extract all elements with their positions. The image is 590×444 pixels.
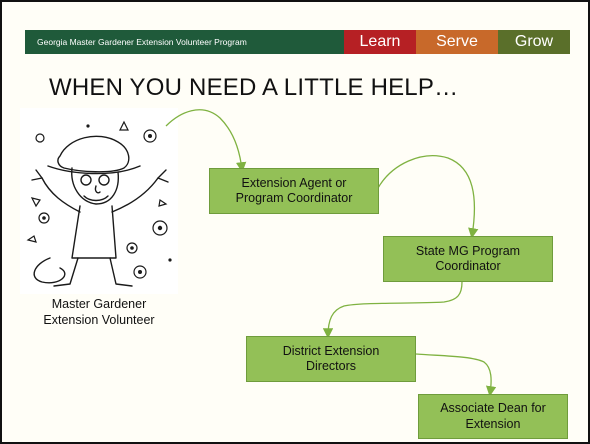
header-tag-learn-label: Learn [359, 33, 401, 50]
connector-district-to-dean [415, 353, 497, 397]
step-extension-agent: Extension Agent or Program Coordinator [209, 168, 379, 214]
header-tag-serve: Serve [416, 30, 498, 54]
connector-state-to-district [322, 281, 463, 339]
header-tag-learn: Learn [344, 30, 416, 54]
slide-title: WHEN YOU NEED A LITTLE HELP… [49, 74, 459, 101]
connector-agent-to-state [377, 155, 479, 239]
connector-volunteer-to-agent [165, 109, 247, 173]
header-tag-grow: Grow [498, 30, 570, 54]
step-associate-dean: Associate Dean for Extension [418, 394, 568, 439]
header-tag-serve-label: Serve [436, 33, 478, 50]
gardener-illustration [20, 108, 178, 294]
step-district-directors: District Extension Directors [246, 336, 416, 382]
step-state-coordinator: State MG Program Coordinator [383, 236, 553, 282]
header-program-banner: Georgia Master Gardener Extension Volunt… [25, 30, 344, 54]
header-program-name: Georgia Master Gardener Extension Volunt… [37, 37, 247, 47]
header-tag-grow-label: Grow [514, 33, 554, 50]
volunteer-caption: Master Gardener Extension Volunteer [43, 297, 155, 327]
